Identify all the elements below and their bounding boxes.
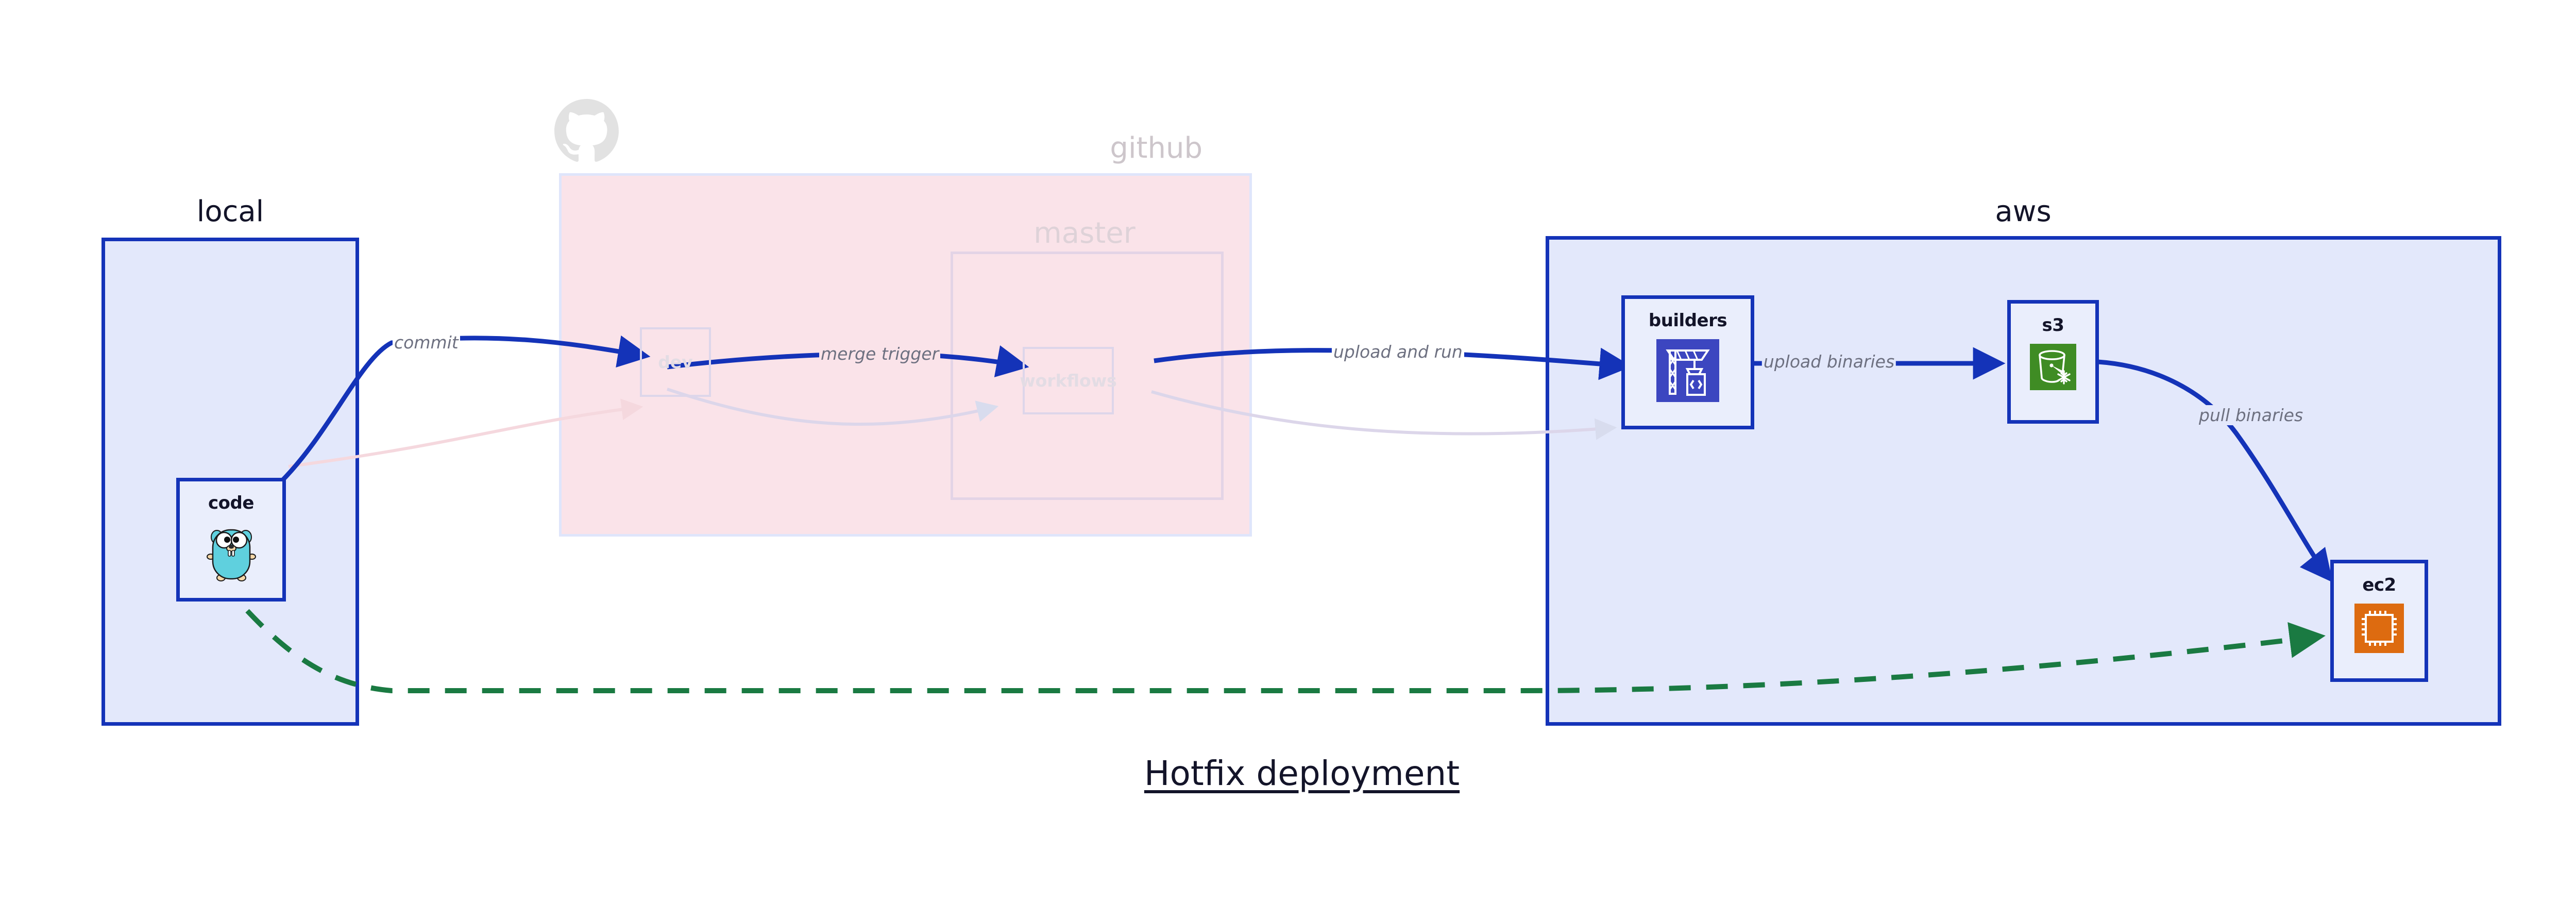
aws-codebuild-icon — [1656, 339, 1719, 404]
edge-label-merge-trigger: merge trigger — [819, 344, 941, 364]
node-s3-label: s3 — [2042, 315, 2064, 336]
node-ec2-label: ec2 — [2362, 575, 2396, 595]
cluster-github-label: github — [1110, 131, 1202, 165]
node-workflows[interactable]: workflows — [1020, 347, 1117, 414]
edge-label-pull-binaries: pull binaries — [2197, 405, 2305, 425]
node-code[interactable]: code — [176, 478, 286, 602]
node-code-label: code — [208, 493, 254, 513]
node-builders-label: builders — [1648, 310, 1727, 331]
aws-ec2-icon — [2354, 604, 2404, 655]
edge-label-upload-binaries: upload binaries — [1761, 352, 1896, 372]
edge-label-commit: commit — [393, 332, 460, 353]
node-dev[interactable]: dev — [640, 327, 711, 397]
cluster-aws-label: aws — [1995, 195, 2052, 228]
node-dev-label: dev — [658, 352, 693, 372]
edge-label-upload-and-run: upload and run — [1332, 342, 1464, 362]
node-builders[interactable]: builders — [1621, 295, 1754, 429]
node-s3[interactable]: s3 — [2007, 300, 2099, 424]
go-gopher-icon — [205, 522, 258, 584]
node-workflows-label: workflows — [1020, 371, 1117, 391]
cluster-master — [951, 252, 1224, 500]
aws-s3-glacier-icon — [2030, 344, 2076, 392]
cluster-master-label: master — [1033, 216, 1136, 250]
node-ec2[interactable]: ec2 — [2330, 560, 2428, 682]
github-octocat-icon — [554, 99, 619, 163]
cluster-local-label: local — [196, 195, 264, 228]
figure-title: Hotfix deployment — [1144, 754, 1460, 793]
